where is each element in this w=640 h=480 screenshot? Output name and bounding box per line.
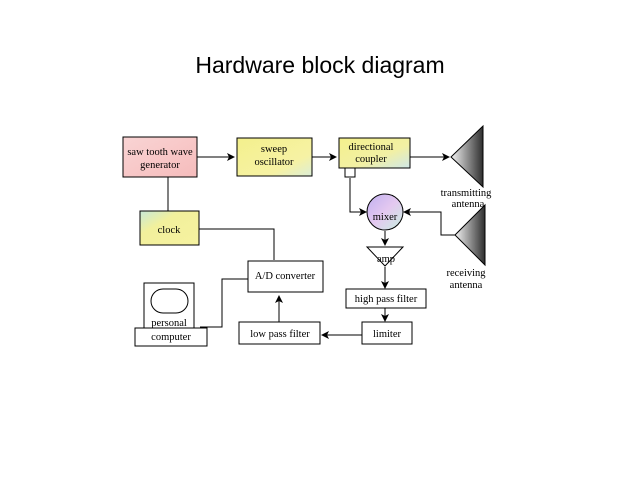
adc-to-computer-line: [200, 278, 248, 328]
svg-text:saw tooth wave: saw tooth wave: [127, 147, 193, 158]
svg-text:antenna: antenna: [450, 280, 483, 291]
svg-text:A/D converter: A/D converter: [255, 271, 316, 282]
sweep-oscillator-block: sweep oscillator: [236, 137, 313, 177]
amp-block: amp: [365, 246, 405, 267]
svg-text:mixer: mixer: [373, 212, 398, 223]
svg-text:coupler: coupler: [355, 154, 387, 165]
svg-text:low pass filter: low pass filter: [250, 329, 310, 340]
diagram-title: Hardware block diagram: [195, 52, 445, 78]
svg-text:generator: generator: [140, 160, 180, 171]
tx-antenna-icon: [450, 124, 484, 189]
rx-antenna-to-mixer-arrow: [403, 208, 455, 236]
mixer-block: mixer: [366, 193, 404, 231]
svg-text:sweep: sweep: [261, 144, 287, 155]
svg-text:high pass filter: high pass filter: [355, 294, 418, 305]
svg-text:personal: personal: [151, 318, 187, 329]
high-pass-filter-block: high pass filter: [345, 288, 427, 309]
clock-to-adc-line: [199, 228, 275, 260]
coupler-port: [344, 167, 356, 178]
personal-computer: personal computer: [134, 282, 208, 347]
connectors: [167, 153, 455, 339]
transmitting-antenna: transmitting antenna: [441, 124, 492, 210]
svg-text:amp: amp: [377, 254, 395, 265]
directional-coupler-block: directional coupler: [338, 137, 411, 178]
svg-text:limiter: limiter: [373, 329, 401, 340]
receiving-antenna: receiving antenna: [446, 203, 486, 291]
svg-text:directional: directional: [349, 142, 394, 153]
svg-text:oscillator: oscillator: [254, 157, 294, 168]
low-pass-filter-block: low pass filter: [238, 321, 321, 345]
svg-text:antenna: antenna: [452, 199, 485, 210]
clock-block: clock: [139, 210, 200, 246]
svg-text:computer: computer: [151, 332, 191, 343]
coupler-to-mixer-arrow: [349, 178, 367, 216]
screen-icon: [150, 288, 189, 314]
svg-text:clock: clock: [158, 225, 181, 236]
rx-antenna-icon: [454, 203, 486, 267]
saw-tooth-generator-block: saw tooth wave generator: [122, 136, 198, 178]
svg-text:receiving: receiving: [446, 268, 486, 279]
limiter-block: limiter: [361, 321, 413, 345]
svg-text:transmitting: transmitting: [441, 188, 492, 199]
ad-converter-block: A/D converter: [247, 260, 324, 293]
computer-base: [134, 327, 208, 347]
